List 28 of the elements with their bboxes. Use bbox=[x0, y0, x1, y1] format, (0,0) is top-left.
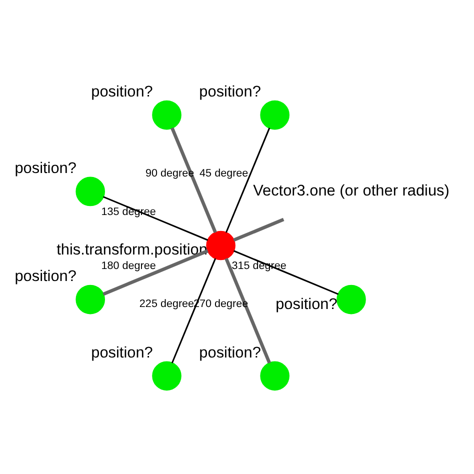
connector bbox=[102, 196, 208, 241]
connector bbox=[102, 249, 208, 296]
node-label: position? bbox=[91, 84, 153, 101]
node-label: position? bbox=[199, 344, 261, 362]
node-text: Vector3.one (or other radius) bbox=[253, 182, 450, 200]
node-label: position? bbox=[91, 344, 153, 362]
node-circle bbox=[260, 361, 290, 391]
node-label: position? bbox=[14, 268, 76, 285]
node-label: position? bbox=[199, 84, 261, 101]
connector bbox=[171, 258, 216, 364]
node-circle bbox=[206, 230, 236, 260]
node-circle bbox=[152, 100, 182, 130]
connector bbox=[233, 250, 339, 295]
node-label: position? bbox=[276, 296, 338, 313]
connector bbox=[224, 258, 272, 364]
node-label: this.transform.position bbox=[56, 242, 208, 259]
connector bbox=[170, 127, 217, 234]
connector bbox=[233, 218, 284, 242]
edge-label: 225 degree bbox=[139, 298, 194, 310]
node-circle bbox=[76, 176, 106, 206]
edge-label: 180 degree bbox=[101, 260, 156, 272]
node-circle bbox=[76, 284, 106, 314]
connector bbox=[225, 128, 270, 233]
node-label: position? bbox=[14, 160, 76, 177]
node-circle bbox=[152, 361, 182, 391]
edge-label: 45 degree bbox=[200, 168, 248, 180]
node-circle bbox=[336, 284, 366, 314]
node-circle bbox=[260, 100, 290, 130]
